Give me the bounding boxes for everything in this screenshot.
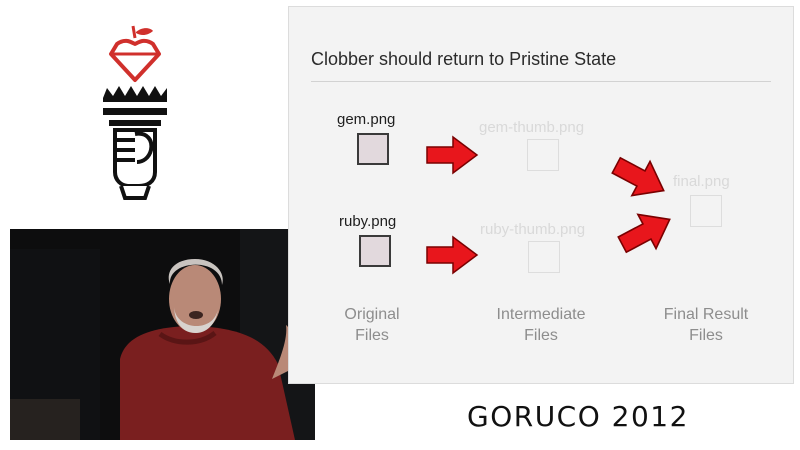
caption-intermediate-line2: Files — [524, 327, 558, 344]
conference-brand: GORUCO 2012 — [467, 400, 689, 433]
final-file-label: final.png — [673, 173, 730, 190]
ruby-file-label: ruby.png — [339, 213, 397, 230]
arrow-right-icon — [426, 135, 479, 175]
caption-original-line2: Files — [355, 327, 389, 344]
slide: Clobber should return to Pristine State … — [288, 6, 794, 384]
arrow-right-icon — [426, 235, 479, 275]
slide-title: Clobber should return to Pristine State — [311, 49, 617, 69]
caption-original: Original Files — [312, 304, 432, 346]
caption-intermediate: Intermediate Files — [481, 304, 601, 346]
caption-intermediate-line1: Intermediate — [496, 306, 586, 323]
caption-final-line2: Files — [689, 327, 723, 344]
arrow-right-icon — [611, 156, 665, 197]
title-divider — [311, 81, 771, 82]
speaker-image — [10, 229, 315, 440]
gem-file-label: gem.png — [337, 111, 396, 128]
speaker-video — [10, 229, 315, 440]
gem-thumb-file-icon — [527, 139, 559, 171]
ruby-file-icon — [359, 235, 391, 267]
caption-final: Final Result Files — [646, 304, 766, 346]
arrow-right-icon — [617, 213, 671, 254]
caption-original-line1: Original — [344, 306, 400, 323]
gem-file-icon — [357, 133, 389, 165]
gem-thumb-label: gem-thumb.png — [479, 119, 585, 136]
ruby-thumb-file-icon — [528, 241, 560, 273]
torch-logo-icon — [103, 25, 167, 200]
caption-final-line1: Final Result — [663, 306, 749, 323]
ruby-thumb-label: ruby-thumb.png — [480, 221, 586, 238]
final-file-icon — [690, 195, 722, 227]
